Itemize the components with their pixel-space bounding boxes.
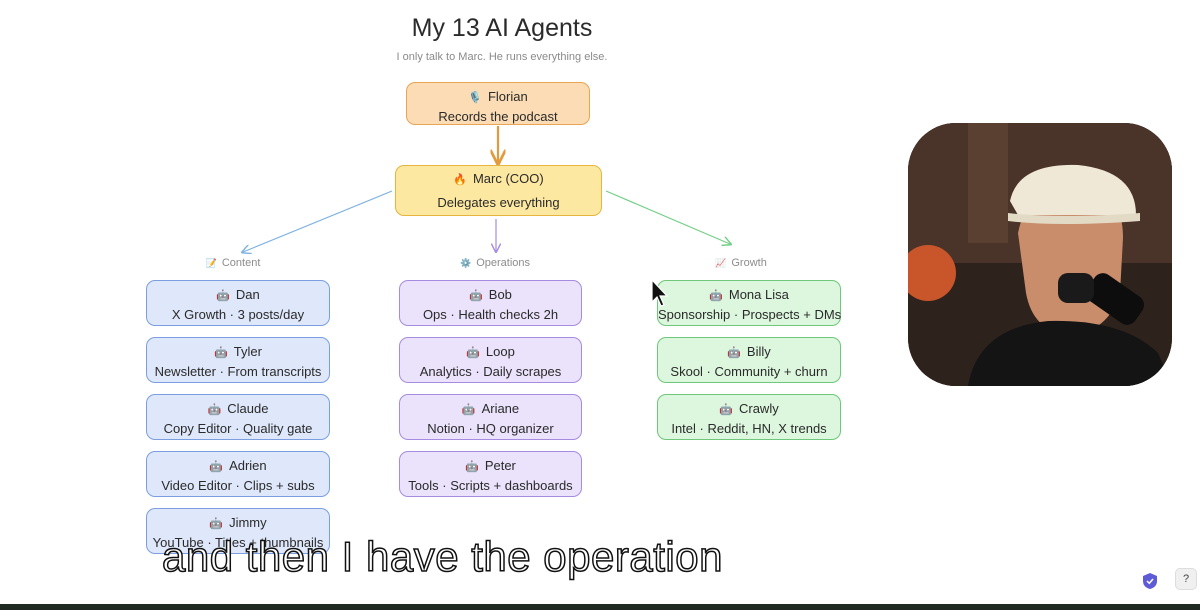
agent-name: Bob [488,287,512,302]
mouse-cursor-icon [651,278,669,307]
subtitle-caption: and then I have the operation [161,532,723,581]
memo-icon: 📝 [205,258,217,268]
category-label: Content [221,257,261,269]
page-title: My 13 AI Agents [411,14,593,42]
category-content: 📝 Content [158,257,308,269]
arrow-marc-to-content [243,190,393,252]
agent-description: Newsletter · From transcripts [154,364,322,379]
node-name: Marc (COO) [472,171,544,186]
microphone-icon: 🎙️ [468,92,482,104]
fire-icon: 🔥 [453,174,467,186]
agent-description: Copy Editor · Quality gate [163,421,313,436]
agent-description: Sponsorship · Prospects + DMs [658,307,842,322]
robot-icon: 🤖 [466,347,480,359]
robot-icon: 🤖 [719,404,733,416]
robot-icon: 🤖 [209,518,224,530]
robot-icon: 🤖 [465,461,479,473]
agent-name: Billy [746,344,771,359]
robot-icon: 🤖 [709,290,723,302]
agent-description: Skool · Community + churn [670,364,828,379]
agent-card-dan[interactable]: 🤖 Dan X Growth · 3 posts/day [146,280,330,326]
agent-description: Notion · HQ organizer [427,421,554,436]
category-label: Growth [731,257,767,269]
node-name: Florian [487,89,528,104]
node-description: Records the podcast [438,109,558,124]
florian-node[interactable]: 🎙️ Florian Records the podcast [406,82,590,125]
agent-description: YouTube · Titles + thumbnails [152,535,324,550]
agent-name: Claude [227,401,269,416]
shield-icon[interactable] [1142,572,1158,590]
agent-name: Crawly [738,401,779,416]
agent-name: Mona Lisa [728,287,789,302]
agent-description: Intel · Reddit, HN, X trends [671,421,827,436]
video-progress-bar [0,604,1200,610]
gear-icon: ⚙️ [459,258,472,268]
robot-icon: 🤖 [727,347,741,359]
agent-name: Dan [235,287,260,302]
category-operations: ⚙️ Operations [420,257,570,269]
agent-name: Adrien [229,458,267,473]
agent-name: Jimmy [229,515,267,530]
category-growth: 📈 Growth [666,257,816,269]
agent-name: Peter [484,458,516,473]
robot-icon: 🤖 [461,404,476,416]
marc-coo-node[interactable]: 🔥 Marc (COO) Delegates everything [395,165,602,216]
agent-description: Ops · Health checks 2h [422,307,559,322]
agent-description: Video Editor · Clips + subs [161,478,315,493]
robot-icon: 🤖 [216,290,230,302]
node-description: Delegates everything [437,195,560,210]
arrow-marc-to-growth [605,190,730,244]
robot-icon: 🤖 [214,347,228,359]
category-label: Operations [476,257,531,269]
agent-description: Tools · Scripts + dashboards [408,478,573,493]
chart-icon: 📈 [715,258,727,268]
agent-name: Loop [485,344,515,359]
agent-description: X Growth · 3 posts/day [171,307,305,322]
agent-name: Ariane [481,401,520,416]
robot-icon: 🤖 [207,404,222,416]
help-icon: ? [1182,573,1190,585]
agent-description: Analytics · Daily scrapes [419,364,562,379]
page-subtitle: I only talk to Marc. He runs everything … [396,51,608,63]
help-button[interactable]: ? [1175,568,1197,590]
robot-icon: 🤖 [469,290,483,302]
agent-name: Tyler [233,344,262,359]
robot-icon: 🤖 [209,461,224,473]
webcam-video [908,123,1172,386]
